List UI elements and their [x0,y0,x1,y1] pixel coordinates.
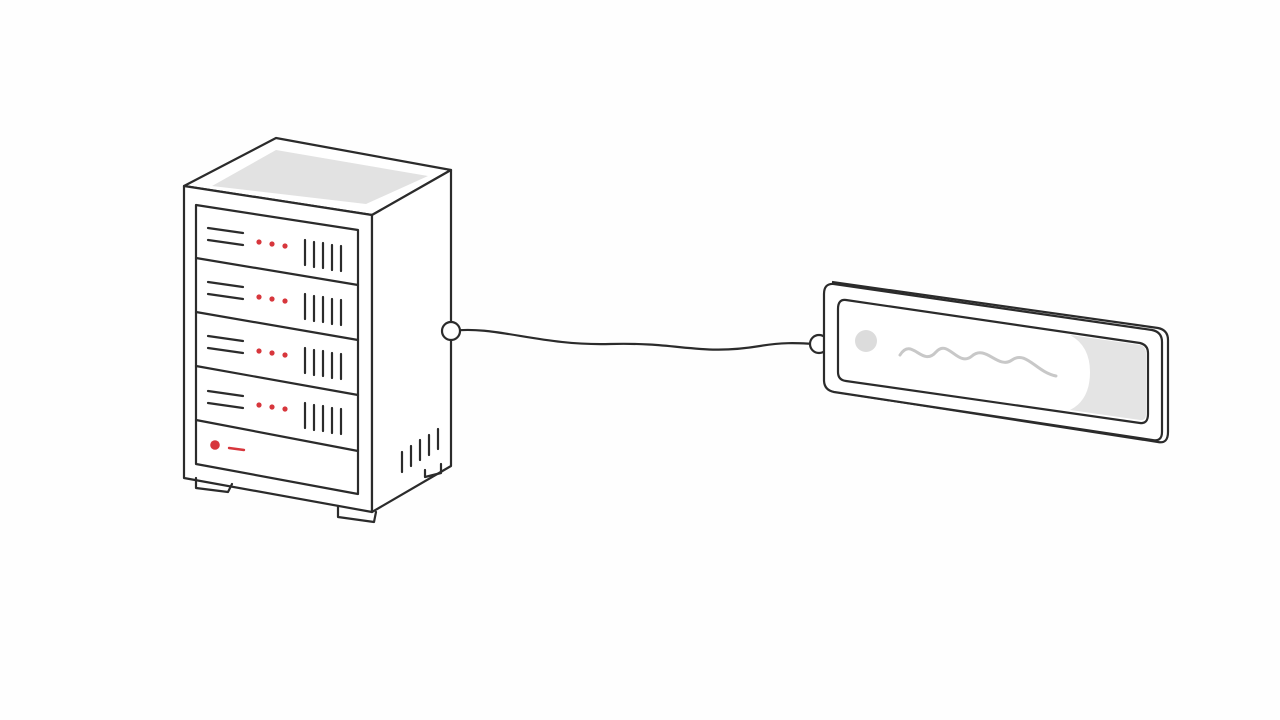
unit-label-line [206,334,245,343]
status-led [269,404,275,410]
server-foot [423,462,443,479]
status-led [282,352,288,358]
server-front-frame [194,203,360,496]
server-unit-divider [194,310,360,342]
server-port-connector [440,320,462,342]
panel-depth-edge [831,280,1170,444]
server-foot [194,476,234,494]
status-led [256,402,262,408]
status-led [269,350,275,356]
server-status-leds [210,239,288,450]
status-led [256,348,262,354]
status-led [269,241,275,247]
status-led [256,294,262,300]
power-led [210,440,220,450]
unit-label-line [206,226,245,235]
unit-label-line [206,401,245,410]
unit-label-line [206,389,245,398]
connection-cable [449,328,821,351]
server-top-panel [212,150,428,204]
panel-screen-shade [1070,335,1146,421]
server-side-face [370,168,453,514]
power-indicator-line [227,446,246,452]
server-rack-icon [182,136,453,524]
unit-label-line [206,346,245,355]
status-led [282,243,288,249]
display-panel-icon [822,280,1170,444]
panel-indicator-dot [855,330,877,352]
server-unit-4 [206,389,343,436]
server-unit-1 [206,226,343,273]
server-side-vents [400,427,440,474]
unit-label-line [206,292,245,301]
unit-label-line [206,280,245,289]
unit-label-line [206,238,245,247]
panel-screen [836,298,1150,425]
server-unit-2 [206,280,343,327]
panel-waveform [898,346,1058,378]
server-unit-3 [206,334,343,381]
server-foot [336,504,378,524]
status-led [282,406,288,412]
server-unit-divider [194,256,360,287]
status-led [256,239,262,245]
status-led [282,298,288,304]
server-unit-divider [194,364,360,397]
server-unit-divider [194,418,360,453]
status-led [269,296,275,302]
